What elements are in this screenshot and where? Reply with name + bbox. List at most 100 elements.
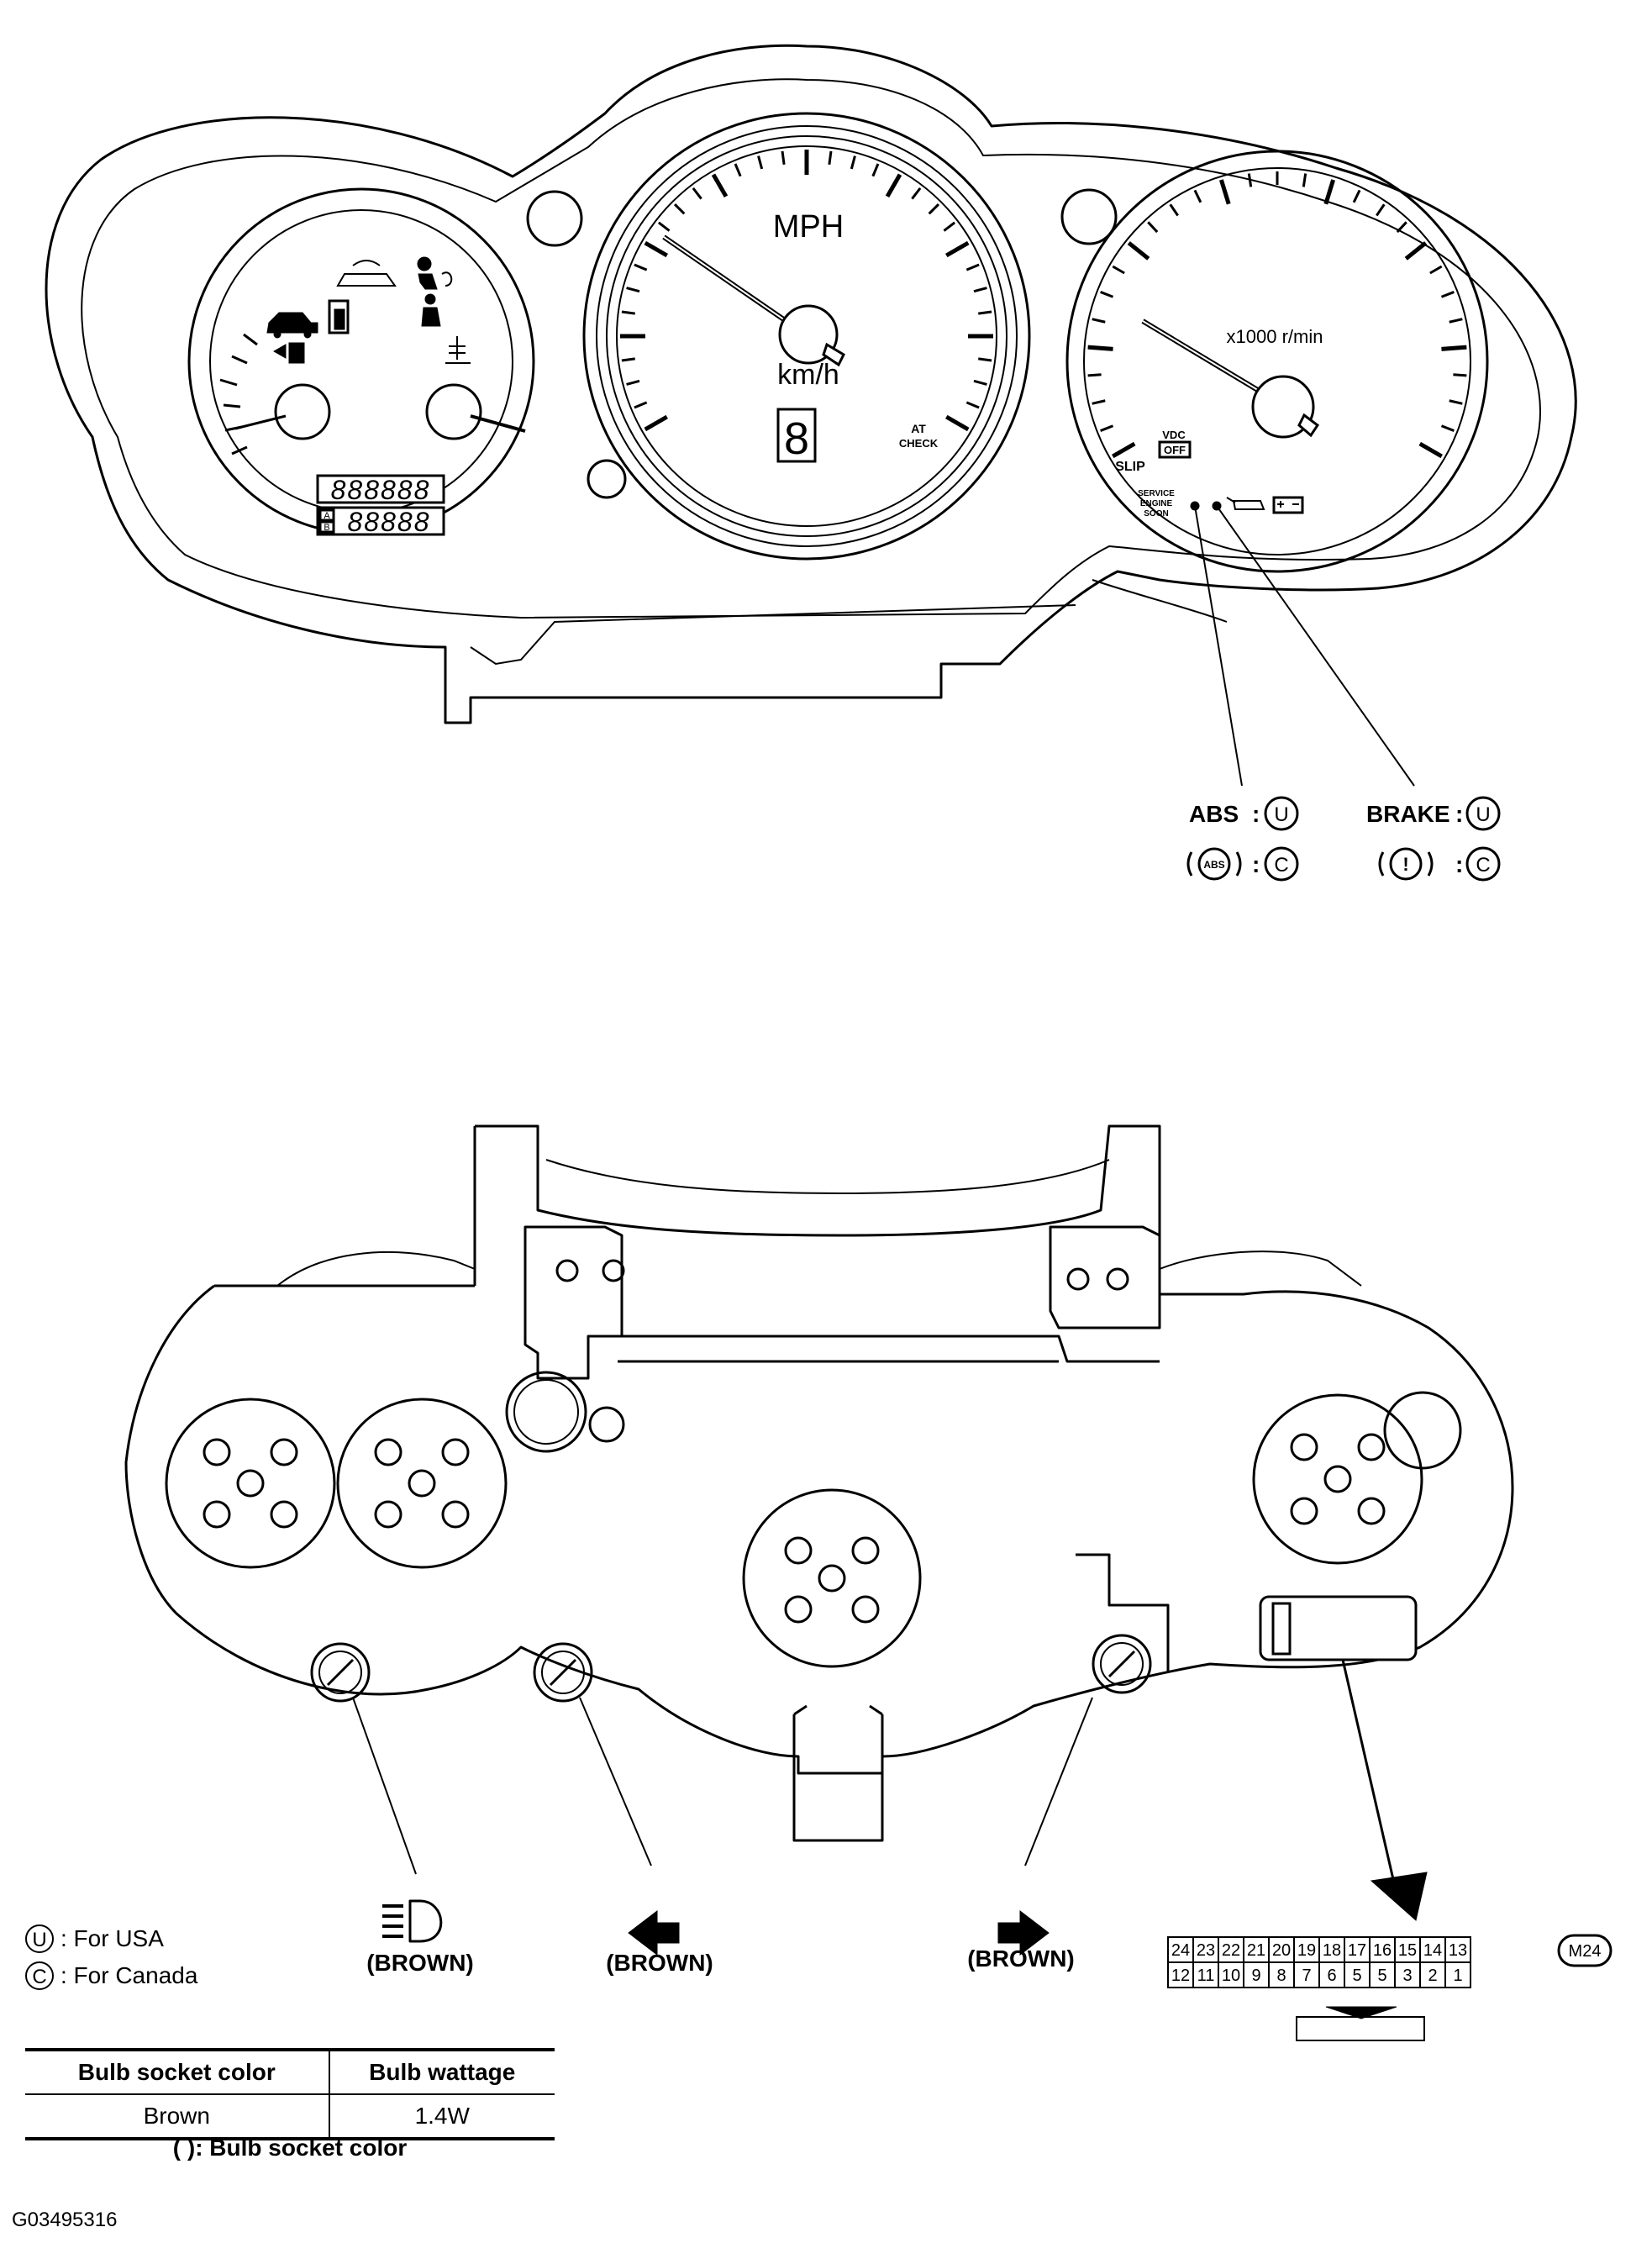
tachometer-back	[1252, 1393, 1423, 1565]
brake-symbol-icon	[1389, 847, 1423, 881]
speedometer-tick	[634, 263, 648, 271]
left-turn-signal-icon	[628, 1909, 680, 1956]
connector-pin-number: 8	[1276, 1967, 1286, 1985]
brake-usa-code: U	[1476, 803, 1490, 826]
fuel-door-arrow-icon	[272, 344, 287, 359]
brake-callout-separator: :	[1455, 801, 1463, 827]
washer-fluid-warning-icon	[336, 273, 397, 287]
brake-symbol-separator: :	[1455, 851, 1463, 877]
upper-left-indicator-lens	[526, 190, 583, 247]
table-header-row: Bulb socket color Bulb wattage	[25, 2048, 555, 2095]
speedometer-tick	[850, 155, 856, 170]
tachometer-tick	[1302, 173, 1307, 187]
tachometer-tick	[1112, 265, 1125, 275]
connector-pin-cell	[1167, 1961, 1194, 1988]
tachometer-tick	[1193, 189, 1202, 203]
tachometer-tick	[1453, 373, 1467, 377]
tachometer-tick	[1127, 241, 1150, 261]
service-engine-soon-label-2: ENGINE	[1140, 499, 1173, 508]
connector-pin-number: 18	[1323, 1941, 1341, 1960]
right-bracket-hole-1	[1066, 1267, 1090, 1291]
speedometer-tick	[973, 379, 987, 386]
connector-pin-number: 11	[1197, 1967, 1215, 1985]
temperature-gauge-hub	[425, 383, 482, 440]
service-engine-soon-label: SERVICE	[1138, 489, 1175, 498]
brake-canada-code: C	[1476, 854, 1490, 877]
legend-usa: U : For USA	[25, 1920, 197, 1957]
temperature-gauge-needle	[470, 414, 526, 433]
connector-pin-cell	[1268, 1961, 1295, 1988]
speedometer-tick	[885, 173, 902, 197]
connector-pin-number: 1	[1453, 1967, 1462, 1985]
tachometer-tick	[1449, 399, 1463, 405]
connector-pin-number: 21	[1247, 1941, 1265, 1960]
speedometer-tick	[734, 163, 742, 177]
trip-meter-digits: 88888	[348, 507, 431, 537]
speedometer-tick	[657, 221, 671, 232]
connector-pin-number: 12	[1171, 1967, 1190, 1985]
connector-pin-number: 3	[1402, 1967, 1412, 1985]
brake-symbol-text: !	[1402, 854, 1408, 875]
left-bracket-hole-2	[602, 1259, 625, 1282]
connector-pin-number: 10	[1222, 1967, 1240, 1985]
meter-rear-view: (BROWN) (BROWN) (BROWN)	[124, 1124, 1514, 1976]
trip-meter-display	[316, 506, 445, 536]
abs-usa-code: U	[1274, 803, 1288, 826]
connector-pin-number: 20	[1272, 1941, 1291, 1960]
tachometer-tick	[1092, 318, 1106, 324]
center-left-bulb-socket	[533, 1642, 593, 1703]
abs-callout-leader	[1194, 505, 1243, 787]
brake-callout-leader	[1216, 505, 1415, 787]
connector-pin-cell	[1369, 1961, 1396, 1988]
tachometer-tick	[1418, 441, 1443, 459]
odometer-display	[316, 474, 445, 504]
fuel-gauge-needle	[234, 414, 287, 430]
abs-callout-separator: :	[1252, 801, 1260, 827]
rear-left-small-hole	[588, 1406, 625, 1443]
tachometer-tick	[1169, 203, 1179, 217]
brake-callout-label: BRAKE	[1366, 801, 1450, 827]
connector-pin-number: 17	[1348, 1941, 1366, 1960]
speedometer-tick	[621, 310, 635, 315]
speedometer-tick	[828, 150, 833, 165]
meter-front-view: 888888 A B 88888 MPH km/h 8 AT	[45, 44, 1577, 882]
connector-pin-number: 23	[1197, 1941, 1215, 1960]
legend-canada-symbol: C	[25, 1961, 54, 1990]
speedometer-tick	[757, 155, 764, 170]
fuel-gauge-ticks	[219, 333, 258, 455]
connector-pin-number: 14	[1423, 1941, 1442, 1960]
left-socket-leader	[352, 1697, 417, 1875]
tachometer-hub	[1251, 375, 1315, 439]
connector-pin-number: 2	[1428, 1967, 1437, 1985]
speedometer-unit-mph: MPH	[773, 209, 844, 245]
speedometer-tick	[644, 240, 668, 258]
at-check-label-bottom: CHECK	[899, 437, 939, 450]
airbag-warning-icon	[417, 256, 432, 271]
left-gauge-back-2	[336, 1398, 508, 1569]
right-tab	[1076, 1553, 1170, 1672]
speedometer-tick	[871, 163, 880, 177]
connector-pin-cell	[1419, 1936, 1446, 1963]
connector-pin-number: 7	[1302, 1967, 1311, 1985]
speedometer-tick	[644, 414, 668, 432]
speedometer-tick	[965, 401, 980, 409]
tachometer-tick	[1440, 424, 1455, 432]
tachometer-tick	[1441, 345, 1467, 351]
connector-pin-cell	[1419, 1961, 1446, 1988]
speedometer-tick	[673, 203, 686, 215]
left-socket-color-label: (BROWN)	[366, 1950, 474, 1976]
connector-pin-number: 5	[1377, 1967, 1386, 1985]
trip-b-label: B	[324, 523, 329, 533]
abs-symbol-text: ABS	[1203, 859, 1224, 871]
seatbelt-warning-icon	[424, 293, 436, 305]
region-legend: U : For USA C : For Canada	[25, 1920, 197, 1994]
fuel-gauge-hub	[274, 383, 331, 440]
table-header-socket-color: Bulb socket color	[25, 2048, 329, 2095]
connector-pointer-arrow	[1370, 1872, 1428, 1921]
connector-pin-number: 19	[1297, 1941, 1316, 1960]
speedometer-tick	[692, 187, 702, 200]
speedometer-tick	[943, 221, 956, 232]
connector-pin-cell	[1394, 1961, 1421, 1988]
tachometer-tick	[1100, 291, 1114, 298]
